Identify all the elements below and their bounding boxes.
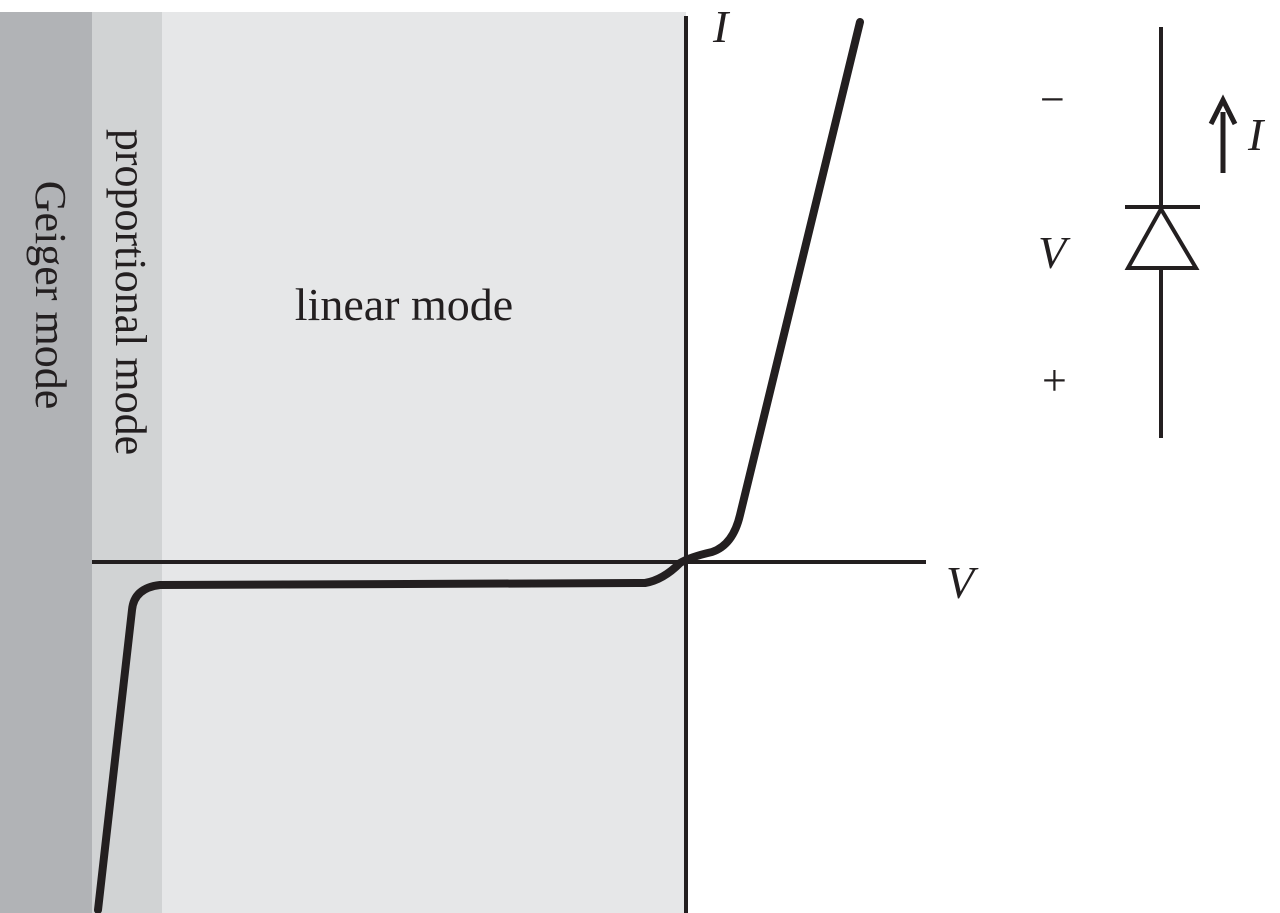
- diode-triangle: [1124, 204, 1200, 270]
- current-axis-label: I: [712, 1, 731, 52]
- current-arrow-head: [1208, 94, 1238, 126]
- minus-terminal-sign: −: [1040, 75, 1065, 124]
- geiger-mode-label: Geiger mode: [26, 181, 75, 409]
- geiger-mode-region: [0, 12, 92, 913]
- circuit-voltage-label: V: [1038, 227, 1071, 278]
- circuit-current-label: I: [1247, 109, 1266, 160]
- proportional-mode-label: proportional mode: [106, 129, 155, 455]
- linear-mode-region: [162, 12, 686, 913]
- iv-characteristic-curve: [94, 18, 864, 913]
- voltage-axis-label: V: [946, 557, 979, 608]
- plus-terminal-sign: +: [1042, 356, 1067, 405]
- linear-mode-label: linear mode: [295, 279, 513, 330]
- proportional-mode-region: [92, 12, 162, 913]
